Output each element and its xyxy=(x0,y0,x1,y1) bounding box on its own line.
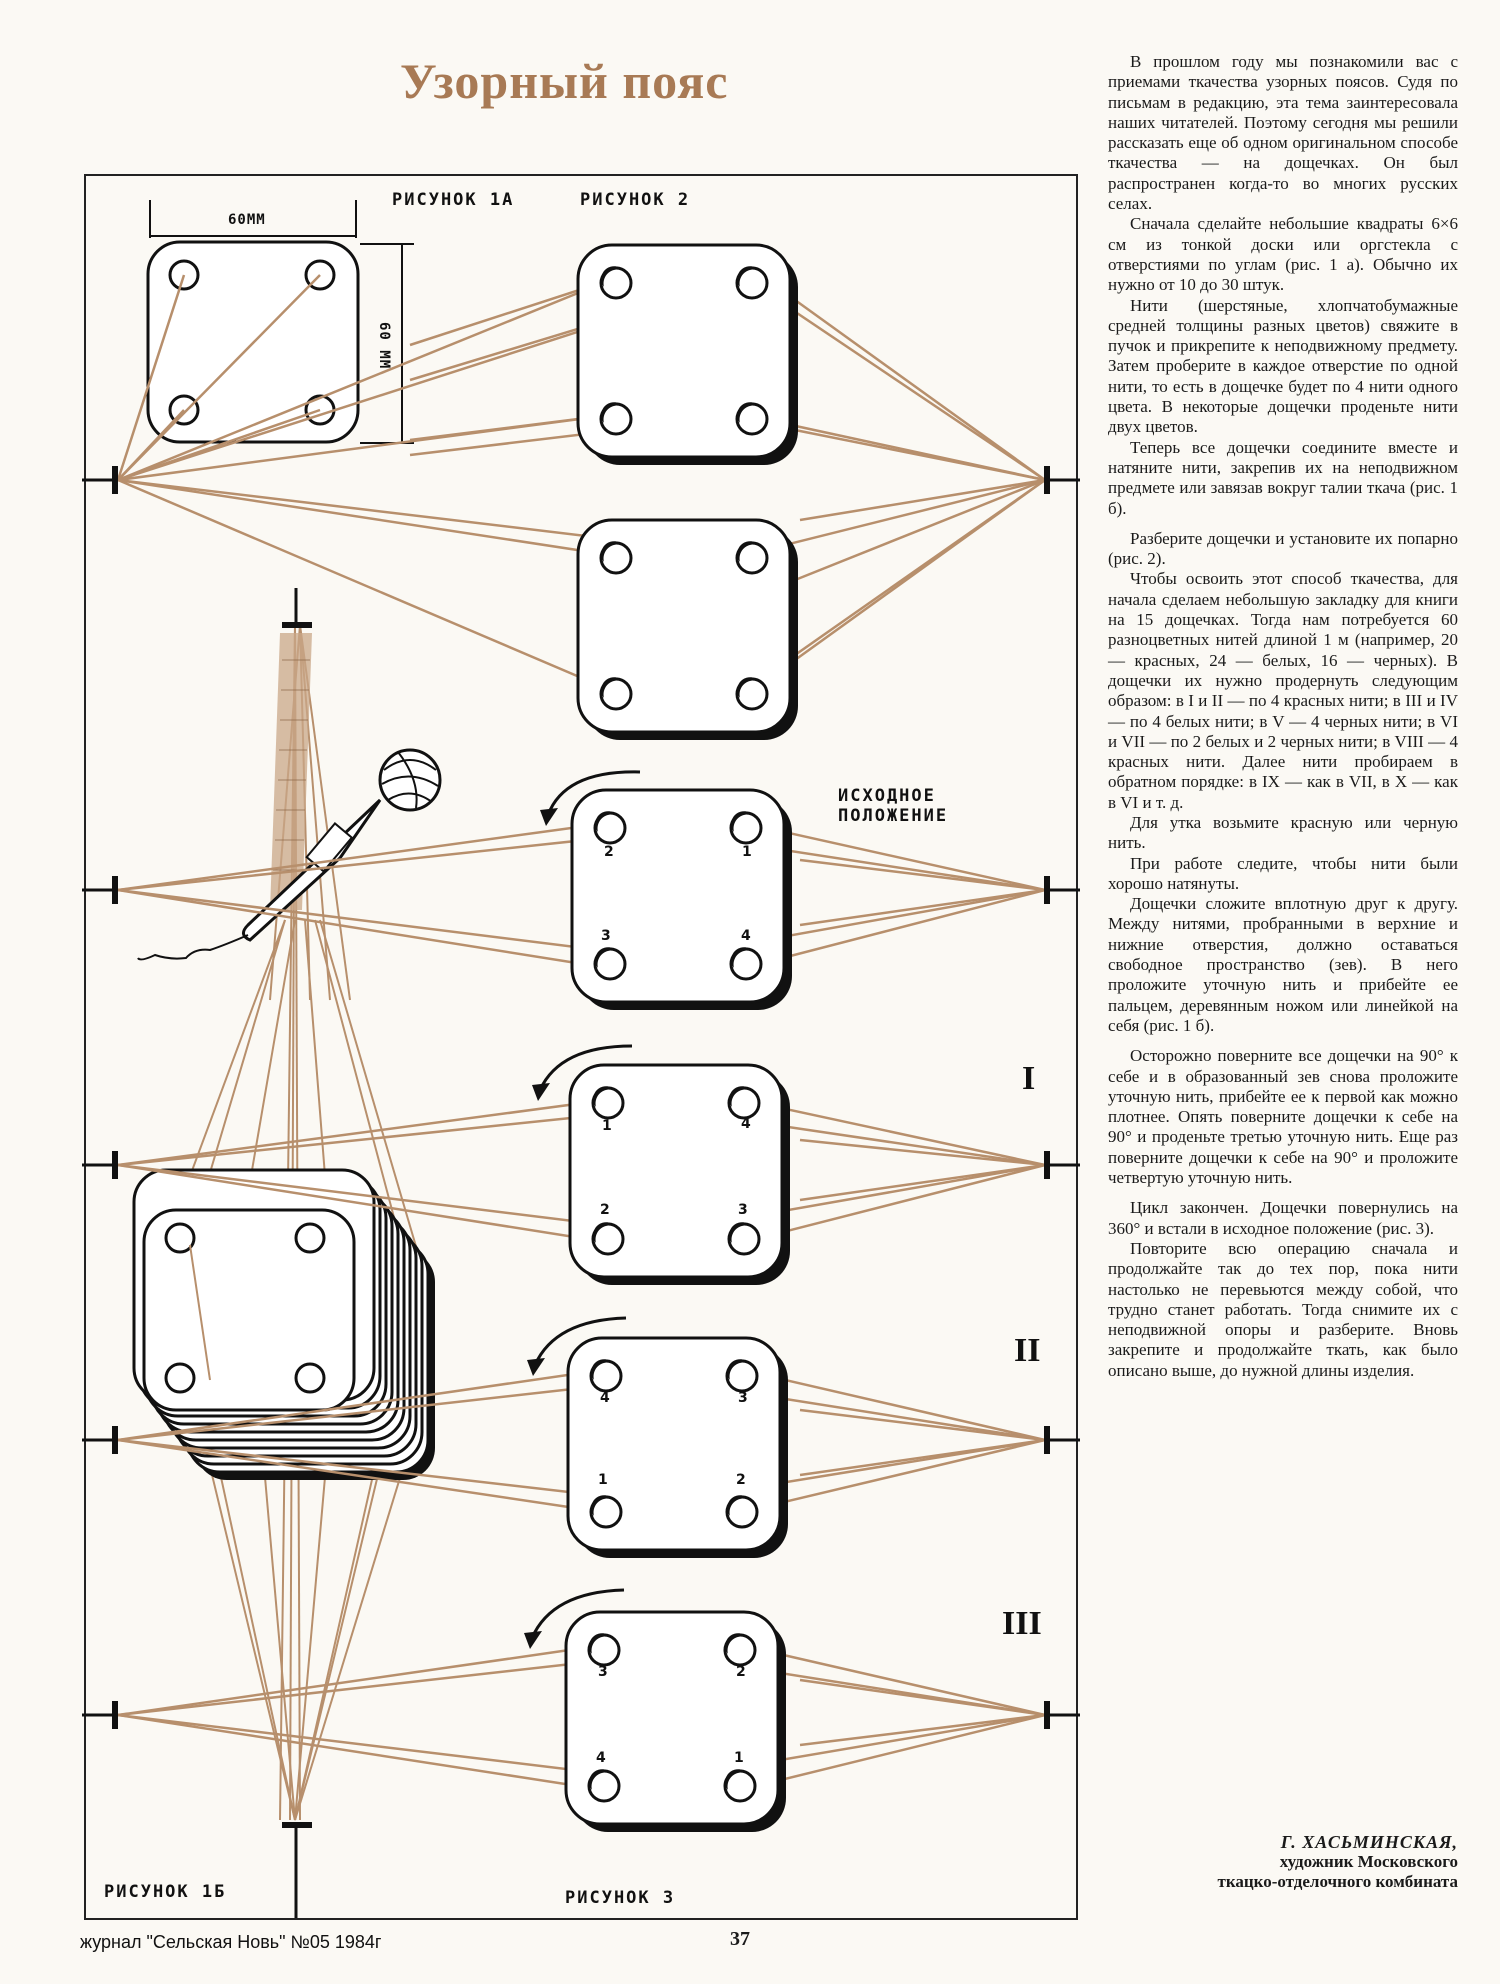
paragraph: Осторожно поверните все дощечки на 90° к… xyxy=(1108,1046,1458,1188)
tablet-fig2-top xyxy=(576,243,800,467)
rotation-arrow-icon xyxy=(530,770,641,1639)
hole-number: 2 xyxy=(600,1202,610,1218)
tablet-fig1a xyxy=(146,200,414,444)
label-fig1b: РИСУНОК 1Б xyxy=(104,1882,227,1902)
hole-number: 3 xyxy=(738,1202,748,1218)
source-caption: журнал "Сельская Новь" №05 1984г xyxy=(80,1932,382,1952)
paragraph: Повторите всю операцию сначала и продолж… xyxy=(1108,1238,1458,1380)
paragraph: Разберите дощечки и установите их попарн… xyxy=(1108,528,1458,569)
author-role: художник Московского xyxy=(1279,1852,1458,1871)
step-label-3: III xyxy=(1002,1605,1042,1642)
hole-number: 2 xyxy=(604,844,614,860)
threads-fig2 xyxy=(116,274,1046,692)
peg-bottom-fig1b xyxy=(282,1822,312,1918)
peg-top-fig1b xyxy=(282,588,312,628)
step-label-1: I xyxy=(1022,1060,1036,1097)
label-fig3: РИСУНОК 3 xyxy=(565,1888,676,1908)
paragraph: Нити (шерстяные, хлопчатобумажные средне… xyxy=(1108,295,1458,437)
tablet-fig3-step1 xyxy=(568,1063,792,1287)
hole-number: 4 xyxy=(741,1116,751,1132)
hole-number: 4 xyxy=(596,1750,606,1766)
shuttle-icon xyxy=(137,798,382,961)
paragraph: Чтобы освоить этот способ ткачества, для… xyxy=(1108,569,1458,812)
tablet-stack-fig1b xyxy=(132,1168,435,1480)
hole-number: 4 xyxy=(741,928,751,944)
hole-number: 2 xyxy=(736,1664,746,1680)
author-name: Г. ХАСЬМИНСКАЯ, xyxy=(1280,1832,1458,1852)
paragraph: Дощечки сложите вплотную друг к другу. М… xyxy=(1108,894,1458,1035)
dim-height-label: 60 ММ xyxy=(376,322,392,370)
dim-width-label: 60ММ xyxy=(228,212,266,228)
hole-number: 1 xyxy=(602,1118,612,1134)
illustration-frame xyxy=(84,174,1078,1920)
label-start-position: ИСХОДНОЕ ПОЛОЖЕНИЕ xyxy=(838,786,949,826)
paragraph: При работе следите, чтобы нити были хоро… xyxy=(1108,853,1458,893)
paragraph: Для утка возьмите красную или черную нит… xyxy=(1108,812,1458,853)
hole-number: 1 xyxy=(598,1472,608,1488)
hole-number: 4 xyxy=(600,1390,610,1406)
tablet-fig3-step2 xyxy=(566,1336,790,1560)
tablet-fig2-bottom xyxy=(576,518,800,742)
page-number: 37 xyxy=(730,1928,750,1950)
author-signature: Г. ХАСЬМИНСКАЯ, художник Московского тка… xyxy=(1108,1832,1458,1892)
tablet-fig3-step3 xyxy=(564,1610,788,1834)
label-fig1a: РИСУНОК 1А xyxy=(392,190,515,210)
article-title: Узорный пояс xyxy=(400,53,729,109)
article-body: В прошлом году мы познакомили вас с прие… xyxy=(1108,52,1458,1381)
hole-number: 3 xyxy=(598,1664,608,1680)
label-fig2: РИСУНОК 2 xyxy=(580,190,691,210)
hole-number: 1 xyxy=(742,844,752,860)
hole-number: 3 xyxy=(601,928,611,944)
hole-number: 2 xyxy=(736,1472,746,1488)
paragraph: В прошлом году мы познакомили вас с прие… xyxy=(1108,52,1458,214)
hole-number: 1 xyxy=(734,1750,744,1766)
paragraph: Сначала сделайте небольшие квадраты 6×6 … xyxy=(1108,214,1458,295)
paragraph: Теперь все дощечки соедините вместе и на… xyxy=(1108,437,1458,518)
yarn-ball-icon xyxy=(378,748,442,812)
tablet-fig3-start xyxy=(570,788,794,1012)
hole-number: 3 xyxy=(738,1390,748,1406)
paragraph: Цикл закончен. Дощечки повернулись на 36… xyxy=(1108,1198,1458,1238)
author-role: ткацко-отделочного комбината xyxy=(1217,1872,1458,1891)
step-label-2: II xyxy=(1014,1332,1041,1369)
